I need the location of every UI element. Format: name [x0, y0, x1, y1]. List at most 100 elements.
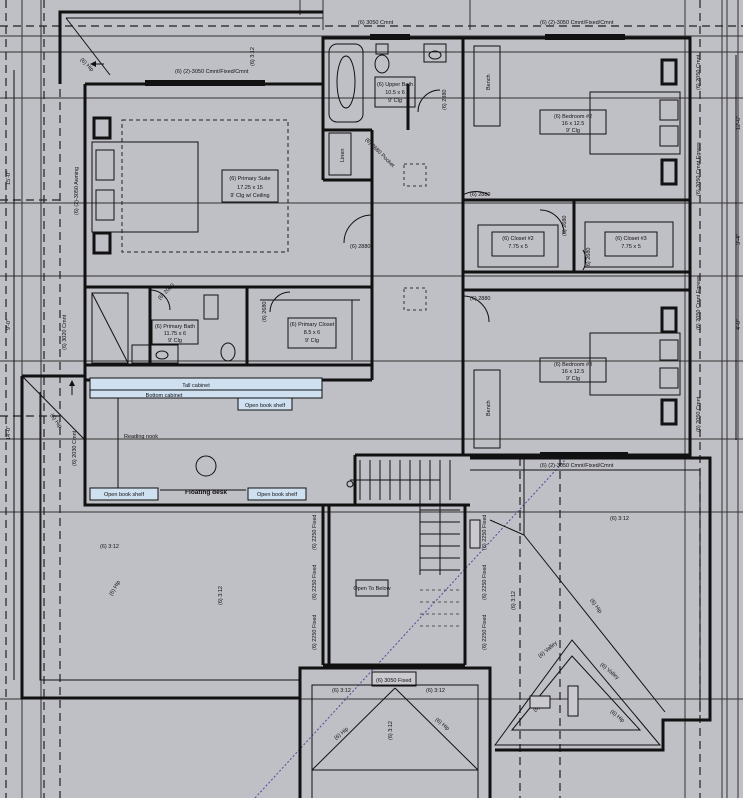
- primary-closet-height: 9' Clg: [305, 338, 319, 344]
- window-label: (6) (2)-3050 Cmnt/Fixed/Cmnt: [540, 20, 614, 26]
- window-label: (6) 2250 Fixed: [312, 515, 318, 550]
- front-roof: [298, 519, 662, 798]
- window-label: (6) 2050 Cmnt Egress: [696, 142, 702, 196]
- window-label: (6) 2030 Cmnt: [72, 430, 78, 466]
- upper-left-roof: [58, 10, 323, 84]
- door-label: (6) 2880: [470, 192, 491, 198]
- door-label: (6) 2680: [562, 216, 568, 237]
- primary-suite-size: 17.25 x 15: [237, 185, 263, 191]
- dim-label: 15'-0": [6, 171, 12, 185]
- door-label: (6) 2680: [262, 302, 268, 323]
- svg-text:(6) Hip: (6) Hip: [588, 598, 602, 615]
- window-label: (6) 2250 Fixed: [482, 515, 488, 550]
- svg-text:(6) 3:12: (6) 3:12: [218, 586, 224, 605]
- primary-bath-size: 11.75 x 6: [164, 331, 186, 337]
- bench-3: [473, 369, 501, 449]
- bathtub: [328, 43, 364, 123]
- svg-text:(6) 3:12: (6) 3:12: [388, 721, 394, 740]
- toilet: [374, 54, 390, 74]
- open-book-shelf-top: [237, 397, 293, 411]
- primary-suite-height: 9' Clg w/ Ceiling: [230, 193, 269, 199]
- svg-text:(6) 3:12: (6) 3:12: [610, 516, 629, 522]
- bedroom3-height: 9' Clg: [566, 376, 580, 382]
- svg-text:Bottom cabinet: Bottom cabinet: [146, 393, 183, 399]
- svg-text:(6) Hip: (6) Hip: [109, 580, 122, 597]
- upper-bath-name: (6) Upper Bath: [377, 82, 413, 88]
- interior-walls: [85, 38, 690, 505]
- dim-label: 14'-0": [6, 426, 12, 440]
- closet2-name: (6) Closet #2: [502, 236, 534, 242]
- sink: [423, 43, 447, 63]
- svg-text:(6) Hip: (6) Hip: [333, 726, 350, 741]
- window-label: (6) 2050 Cmnt: [696, 396, 702, 432]
- window-label: (6) 3020 Cmnt: [62, 314, 68, 350]
- stairs: Open To Below: [350, 460, 460, 627]
- svg-text:Open book shelf: Open book shelf: [245, 403, 286, 409]
- roof-label: (6) 3:12: [250, 47, 256, 66]
- upper-bath-height: 9' Clg: [388, 98, 402, 104]
- svg-text:Open book shelf: Open book shelf: [104, 492, 145, 498]
- desk-chair: [195, 455, 217, 477]
- roof-labels: (6) 3:12 (6) Hip (6) 3:12 (6) 3:12 (6) 3…: [48, 57, 629, 741]
- window-label: (6) 2250 Fixed: [482, 565, 488, 600]
- window-label: (6) (2)-3050 Awning: [74, 167, 80, 215]
- door-label: (6) 2880: [350, 244, 371, 250]
- vanity: [203, 294, 219, 320]
- toilet: [220, 342, 236, 362]
- lower-roof: [20, 374, 712, 752]
- linen-label: Linen: [340, 149, 346, 162]
- svg-text:Tall cabinet: Tall cabinet: [182, 383, 210, 389]
- window-label: (6) 3050 Fixed: [376, 678, 411, 684]
- reading-area: Tall cabinet Bottom cabinet Open book sh…: [89, 377, 323, 501]
- svg-text:Bench: Bench: [486, 74, 492, 90]
- closet2-size: 7.75 x 5: [508, 244, 528, 250]
- bedroom3-name: (6) Bedroom #3: [554, 362, 592, 368]
- bed-2: [589, 91, 681, 155]
- svg-text:Bench: Bench: [486, 400, 492, 416]
- shower: [91, 292, 129, 364]
- exterior-walls: [83, 36, 692, 667]
- closet3-name: (6) Closet #3: [615, 236, 647, 242]
- svg-text:(6) 3:12: (6) 3:12: [511, 591, 517, 610]
- open-to-below-label: Open To Below: [353, 586, 390, 592]
- window-label: (6) (2)-3050 Cmnt/Fixed/Cmnt: [540, 463, 614, 469]
- primary-bath-height: 9' Clg: [168, 338, 182, 344]
- arrows: [69, 61, 354, 488]
- dim-label: 12'-6": [736, 116, 742, 130]
- closet3-size: 7.75 x 5: [621, 244, 641, 250]
- dim-label: 3'-4": [736, 234, 742, 245]
- window-label: (6) (2)-3050 Cmnt/Fixed/Cmnt: [175, 69, 249, 75]
- primary-bath: (6) Primary Bath 11.75 x 6 9' Clg (6) Pr…: [91, 292, 360, 364]
- dim-label: 9'-0": [6, 319, 12, 330]
- door-label: (6) 2880: [470, 296, 491, 302]
- window-label: (6) 2050 Cmnt Egress: [696, 276, 702, 330]
- primary-suite-name: (6) Primary Suite: [229, 176, 270, 182]
- bedroom2-name: (6) Bedroom #2: [554, 114, 592, 120]
- primary-bath-name: (6) Primary Bath: [155, 324, 195, 330]
- primary-closet-name: (6) Primary Closet: [290, 322, 335, 328]
- svg-text:(6) 3:12: (6) 3:12: [100, 544, 119, 550]
- bedroom2-size: 16 x 12.5: [562, 121, 585, 127]
- bench-2: [473, 45, 501, 127]
- closets: (6) Closet #2 7.75 x 5 (6) Closet #3 7.7…: [477, 221, 674, 268]
- svg-text:(6) Valley: (6) Valley: [599, 662, 621, 681]
- primary-closet-size: 8.5 x 6: [304, 330, 321, 336]
- bottom-cabinet: [89, 389, 323, 399]
- svg-text:(6) 3:12: (6) 3:12: [332, 688, 351, 694]
- door-label: (6) 2880: [442, 90, 448, 111]
- upper-bath: (6) Upper Bath 10.5 x 6 9' Clg Linen: [328, 43, 447, 176]
- window-label: (6) 3050 Cmnt: [358, 20, 394, 26]
- reading-nook-label: Reading nook: [124, 434, 158, 440]
- floating-desk-label: Floating desk: [185, 489, 227, 496]
- door-label: (6) 2680 Pocket: [364, 137, 396, 169]
- window-label: (6) 2250 Fixed: [482, 615, 488, 650]
- bedroom2-height: 9' Clg: [566, 128, 580, 134]
- primary-suite: (6) Primary Suite 17.25 x 15 9' Clg w/ C…: [91, 116, 427, 311]
- door-label: (6) 2680: [586, 248, 592, 269]
- section-line: [254, 459, 566, 798]
- primary-bed: [91, 141, 199, 233]
- svg-text:(6) Hip: (6) Hip: [79, 57, 95, 73]
- svg-text:(6) Hip: (6) Hip: [434, 717, 451, 732]
- bed-3: [589, 332, 681, 396]
